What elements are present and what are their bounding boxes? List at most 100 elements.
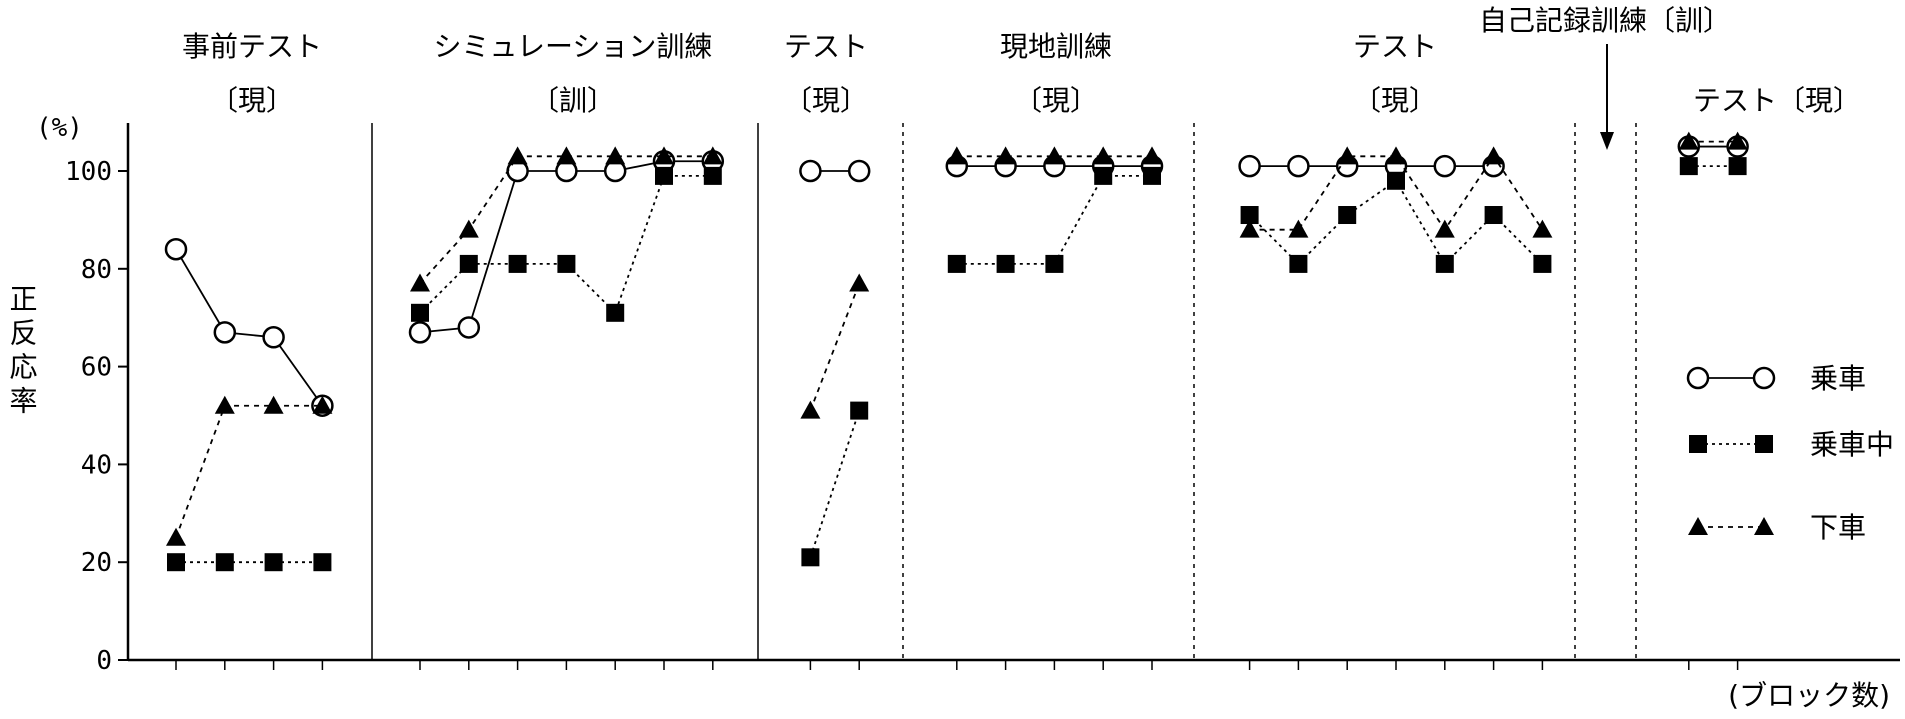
data-point	[313, 553, 332, 572]
data-point	[1434, 219, 1455, 238]
data-point	[1289, 254, 1308, 273]
data-point	[1679, 157, 1698, 176]
y-axis-label: 正反応率	[6, 284, 39, 420]
data-point	[1435, 254, 1454, 273]
legend-marker	[1752, 366, 1776, 390]
data-point	[1338, 206, 1357, 225]
legend-item: 乗車	[1686, 362, 1866, 395]
x-axis-label: (ブロック数)	[1728, 679, 1890, 712]
data-point	[605, 146, 626, 165]
data-point	[1094, 166, 1113, 185]
y-unit-label: (%)	[36, 113, 83, 143]
data-point	[312, 395, 333, 414]
data-point	[1533, 254, 1552, 273]
data-point	[703, 166, 722, 185]
data-point	[213, 321, 237, 344]
legend-marker	[1689, 435, 1707, 453]
data-point	[946, 146, 967, 165]
data-point	[1288, 219, 1309, 238]
phase-title: テスト	[784, 30, 868, 63]
series-2	[166, 131, 1748, 546]
axes: 0 20 40 60 80 100 (%) 正反応率 (ブロック数)	[6, 113, 1900, 712]
data-point	[847, 159, 871, 183]
data-point	[1142, 146, 1162, 165]
data-point	[1386, 146, 1406, 165]
series-line	[175, 404, 323, 539]
data-point	[410, 273, 430, 292]
phase-title: テスト	[1353, 30, 1437, 63]
y-tick-label: 0	[96, 646, 112, 676]
phase-title: 自己記録訓練〔訓〕	[1479, 4, 1731, 37]
data-point	[457, 316, 481, 339]
data-point	[214, 395, 235, 414]
series-line	[956, 174, 1152, 265]
phase-tag: 〔訓〕	[531, 84, 615, 117]
data-point	[1483, 146, 1504, 165]
data-point	[606, 303, 625, 322]
legend-label: 乗車中	[1810, 428, 1894, 461]
data-point	[1287, 154, 1310, 178]
data-point	[262, 326, 285, 349]
data-point	[1239, 219, 1260, 238]
data-point	[459, 254, 478, 273]
data-point	[508, 254, 527, 273]
data-point	[947, 254, 966, 273]
data-point	[167, 553, 185, 572]
series-0	[164, 135, 1749, 417]
data-point	[1433, 154, 1457, 178]
y-tick-label: 80	[81, 255, 112, 285]
data-point	[849, 273, 870, 292]
data-point	[215, 553, 234, 572]
data-point	[800, 400, 821, 419]
data-point	[458, 219, 479, 238]
data-point	[654, 146, 674, 165]
data-point	[557, 254, 576, 273]
phase-title: テスト〔現〕	[1693, 84, 1861, 117]
data-point	[507, 146, 528, 165]
y-tick-label: 20	[81, 548, 112, 578]
phase-title: 現地訓練	[1000, 30, 1112, 63]
series-line	[809, 283, 861, 411]
data-point	[1678, 131, 1699, 150]
data-point	[1727, 131, 1748, 150]
legend-label: 下車	[1810, 511, 1866, 544]
data-point	[264, 553, 283, 572]
phase-title: シミュレーション訓練	[434, 30, 713, 63]
legend-item: 下車	[1688, 511, 1866, 544]
data-point	[995, 146, 1016, 165]
data-point	[1728, 157, 1747, 176]
legend-marker	[1754, 517, 1774, 535]
legend-marker	[1688, 517, 1708, 535]
data-point	[263, 395, 284, 414]
y-tick-label: 60	[81, 353, 112, 383]
data-point	[166, 527, 186, 546]
data-point	[1532, 219, 1553, 238]
data-point	[164, 237, 188, 261]
arrow-head	[1600, 132, 1614, 150]
series-line	[419, 160, 713, 334]
legend-label: 乗車	[1810, 362, 1866, 395]
data-point	[1387, 171, 1405, 190]
legend-marker	[1686, 366, 1710, 390]
legend-item: 乗車中	[1689, 428, 1894, 461]
series-line	[419, 174, 713, 315]
phase-tag: 〔現〕	[1014, 84, 1098, 117]
y-tick-label: 100	[65, 157, 112, 187]
y-tick-label: 40	[81, 450, 112, 480]
phase-headers: 事前テスト〔現〕シミュレーション訓練〔訓〕テスト〔現〕現地訓練〔現〕テスト〔現〕…	[182, 4, 1861, 150]
phase-tag: 〔現〕	[1353, 84, 1437, 117]
data-point	[411, 303, 429, 322]
data-point	[408, 321, 432, 344]
series-1	[167, 157, 1747, 572]
phase-title: 事前テスト	[182, 30, 322, 63]
data-point	[1143, 166, 1161, 185]
data-point	[1044, 146, 1065, 165]
data-point	[799, 159, 822, 183]
data-point	[1337, 146, 1358, 165]
series-line	[809, 410, 861, 558]
data-point	[1240, 206, 1259, 225]
phase-tag: 〔現〕	[784, 84, 868, 117]
data-point	[996, 254, 1015, 273]
